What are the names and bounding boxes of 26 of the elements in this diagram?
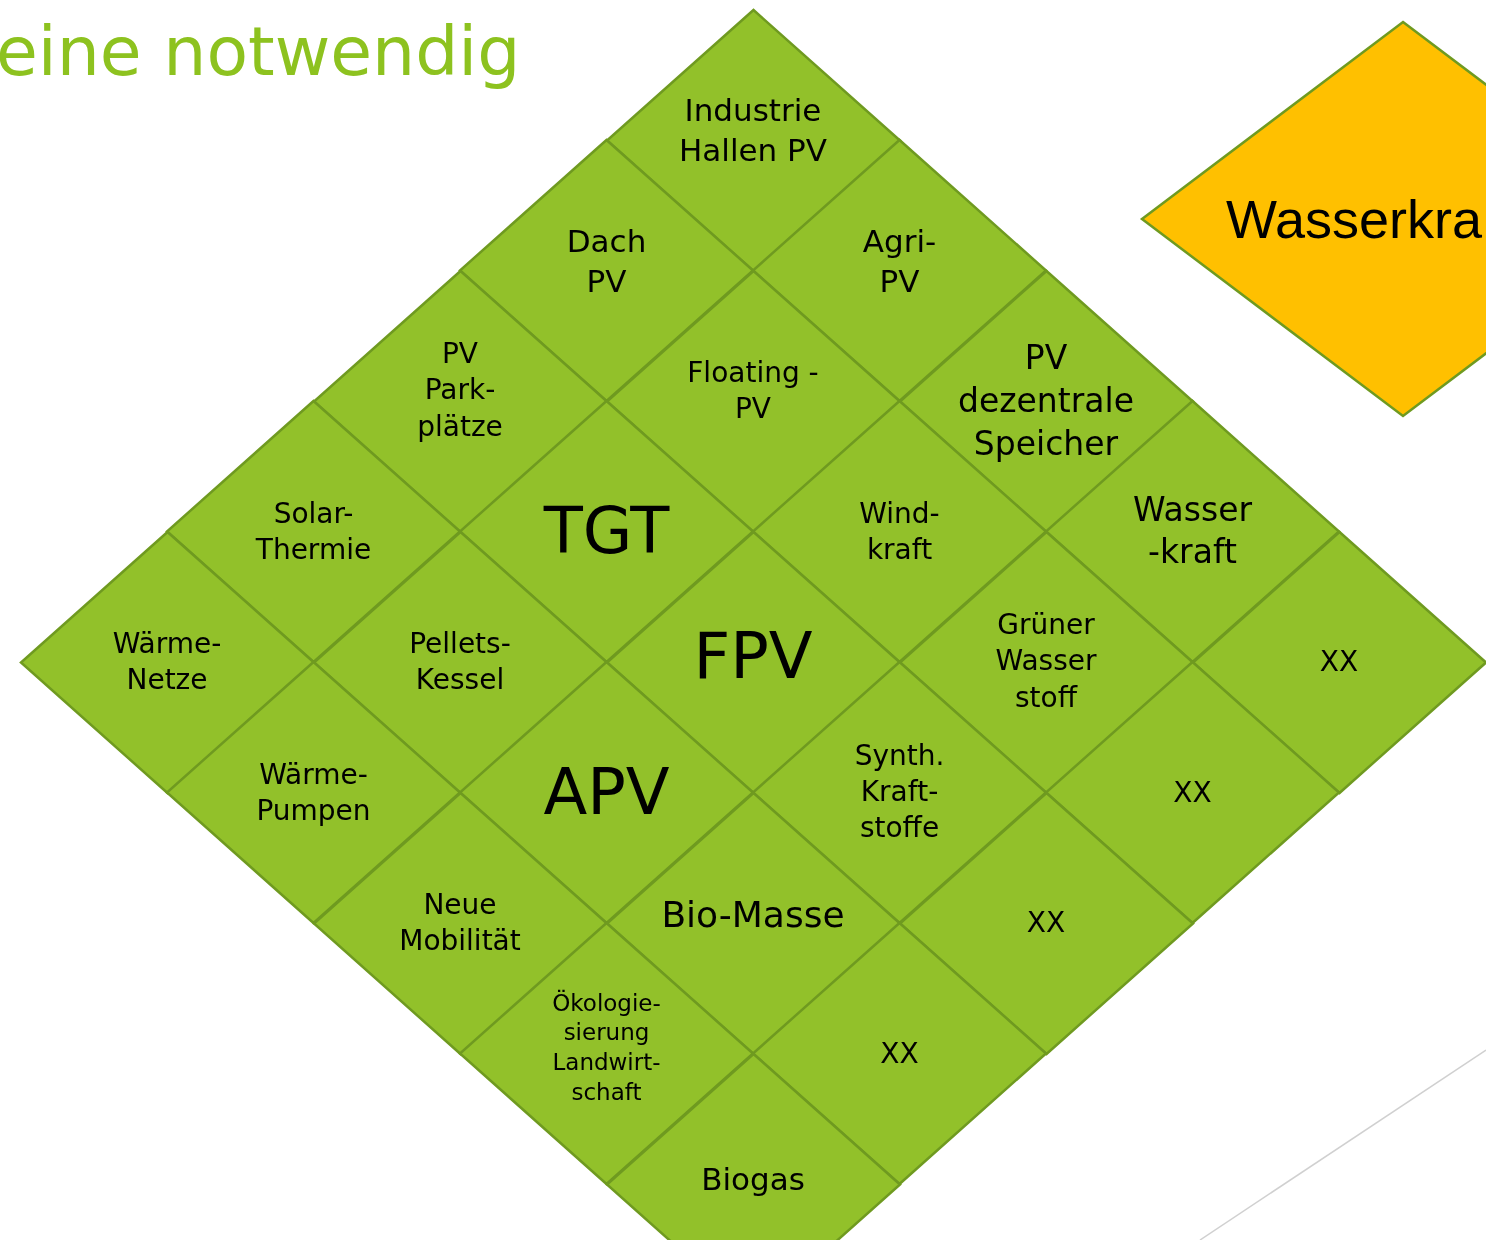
- cell-label: Biogas: [700, 1159, 806, 1199]
- cell-label: FPV: [692, 618, 814, 696]
- cell-label: Pellets- Kessel: [408, 625, 512, 698]
- cell-label: Wasser -kraft: [1132, 488, 1253, 574]
- cell-label: Dach PV: [565, 221, 648, 301]
- cell-label: Wärme- Pumpen: [255, 756, 372, 829]
- cell-label: Floating -PV: [686, 354, 820, 427]
- cell-label: Ökologie- sierung Landwirt- schaft: [551, 988, 662, 1108]
- cell-label: Bio-Masse: [660, 892, 846, 937]
- cell-label: PV Park- plätze: [416, 336, 504, 446]
- cell-label: Grüner Wasser stoff: [994, 607, 1098, 717]
- cell-label: Synth. Kraft- stoffe: [853, 737, 946, 847]
- cell-label: Neue Mobilität: [398, 886, 522, 959]
- cell-label: XX: [1318, 643, 1360, 680]
- cell-label: Industrie Hallen PV: [678, 90, 828, 170]
- cell-label: APV: [542, 753, 671, 831]
- cell-label: PV dezentrale Speicher: [957, 336, 1135, 465]
- cell-label: Solar- Thermie: [254, 495, 373, 568]
- cell-label: XX: [879, 1035, 920, 1072]
- cell-label: Wärme- Netze: [111, 625, 223, 698]
- cell-label: XX: [1172, 774, 1213, 811]
- cell-label: Agri- PV: [861, 221, 938, 301]
- cell-label: Wind- kraft: [858, 495, 941, 568]
- cell-label: TGT: [542, 492, 671, 570]
- cell-label: XX: [1025, 904, 1067, 941]
- cell-label: Wasserkra: [1226, 187, 1483, 251]
